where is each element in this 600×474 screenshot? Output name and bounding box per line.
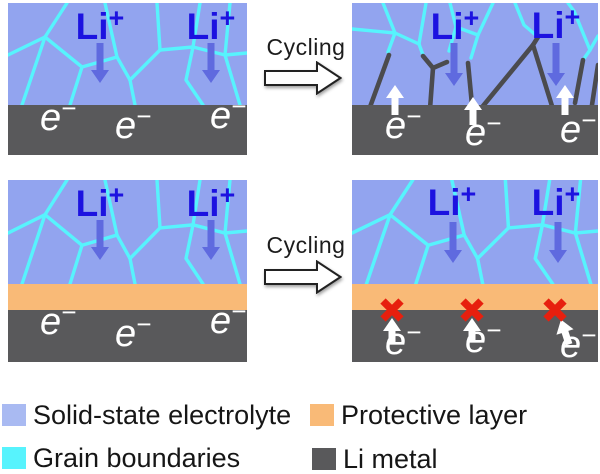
electron-up-arrow-icon (556, 85, 574, 115)
electron-label: e− (40, 297, 76, 343)
electron-up-arrow-icon (463, 318, 481, 342)
blocked-cross-icon (460, 298, 484, 322)
electron-label: e− (210, 296, 246, 342)
electrolyte-region (8, 3, 247, 105)
li-ion-label: Li+ (76, 3, 125, 47)
protective-layer-swatch (310, 404, 334, 426)
li-ion-label: Li+ (431, 3, 480, 47)
legend-item-protective-layer: Protective layer (310, 400, 527, 430)
electron-label: e− (115, 101, 151, 147)
electron-up-arrow-icon (386, 85, 404, 115)
cycling-label: Cycling (266, 34, 346, 60)
li-ion-down-arrow-icon (549, 222, 567, 263)
li-ion-label: Li+ (187, 180, 236, 224)
electrolyte-region (8, 180, 247, 284)
li-metal-region (8, 310, 247, 362)
protective-layer-region (8, 284, 247, 310)
electron-label: e− (465, 315, 501, 361)
electron-label: e− (385, 101, 421, 147)
panel-protected-after-cycling: Li+ Li+ e− e− e− (352, 180, 598, 362)
cycling-label: Cycling (266, 232, 346, 258)
li-ion-label: Li+ (76, 180, 125, 224)
li-ion-label: Li+ (428, 180, 477, 223)
blocked-cross-icon (380, 298, 404, 322)
electron-label: e− (560, 105, 596, 151)
li-ion-down-arrow-icon (444, 222, 462, 263)
darkened-grain-boundary-lines (367, 34, 598, 112)
li-metal-swatch (312, 448, 336, 470)
li-ion-label: Li+ (532, 180, 581, 223)
li-ion-down-arrow-icon (202, 220, 220, 260)
cycling-right-arrow-icon (264, 61, 342, 95)
panel-bare-before-cycling: Li+ Li+ e− e− e− (8, 3, 247, 155)
legend-item-solid-state-electrolyte: Solid-state electrolyte (2, 400, 291, 430)
li-ion-down-arrow-icon (91, 43, 109, 83)
legend-label: Solid-state electrolyte (33, 399, 292, 430)
legend-label: Grain boundaries (33, 442, 241, 473)
electron-label: e− (560, 320, 596, 362)
panel-protected-before-cycling: Li+ Li+ e− e− e− (8, 180, 247, 362)
electron-label: e− (210, 91, 246, 137)
electron-label: e− (115, 309, 151, 355)
grain-boundaries-swatch (2, 447, 26, 469)
electron-up-arrow-icon (383, 318, 401, 342)
electron-up-arrow-icon (556, 319, 574, 346)
cycling-right-arrow-icon (264, 260, 342, 294)
li-ion-down-arrow-icon (445, 43, 463, 86)
li-ion-down-arrow-icon (547, 43, 565, 86)
li-ion-down-arrow-icon (91, 220, 109, 260)
legend-item-li-metal: Li metal (312, 444, 438, 474)
legend-item-grain-boundaries: Grain boundaries (2, 443, 240, 473)
electrolyte-swatch (2, 404, 26, 426)
li-metal-region (8, 105, 247, 155)
electron-up-arrow-icon (464, 97, 482, 125)
li-ion-down-arrow-icon (202, 43, 220, 83)
panel-bare-after-cycling: Li+ Li+ e− e− e− (352, 3, 598, 155)
li-ion-label: Li+ (187, 3, 236, 47)
li-ion-label: Li+ (532, 3, 581, 46)
legend-label: Li metal (343, 443, 438, 474)
blocked-cross-icon (543, 298, 567, 322)
legend-label: Protective layer (341, 399, 528, 430)
electron-label: e− (40, 93, 76, 139)
electron-label: e− (385, 317, 421, 362)
electron-label: e− (465, 108, 501, 154)
grain-boundary-lines (352, 3, 598, 62)
